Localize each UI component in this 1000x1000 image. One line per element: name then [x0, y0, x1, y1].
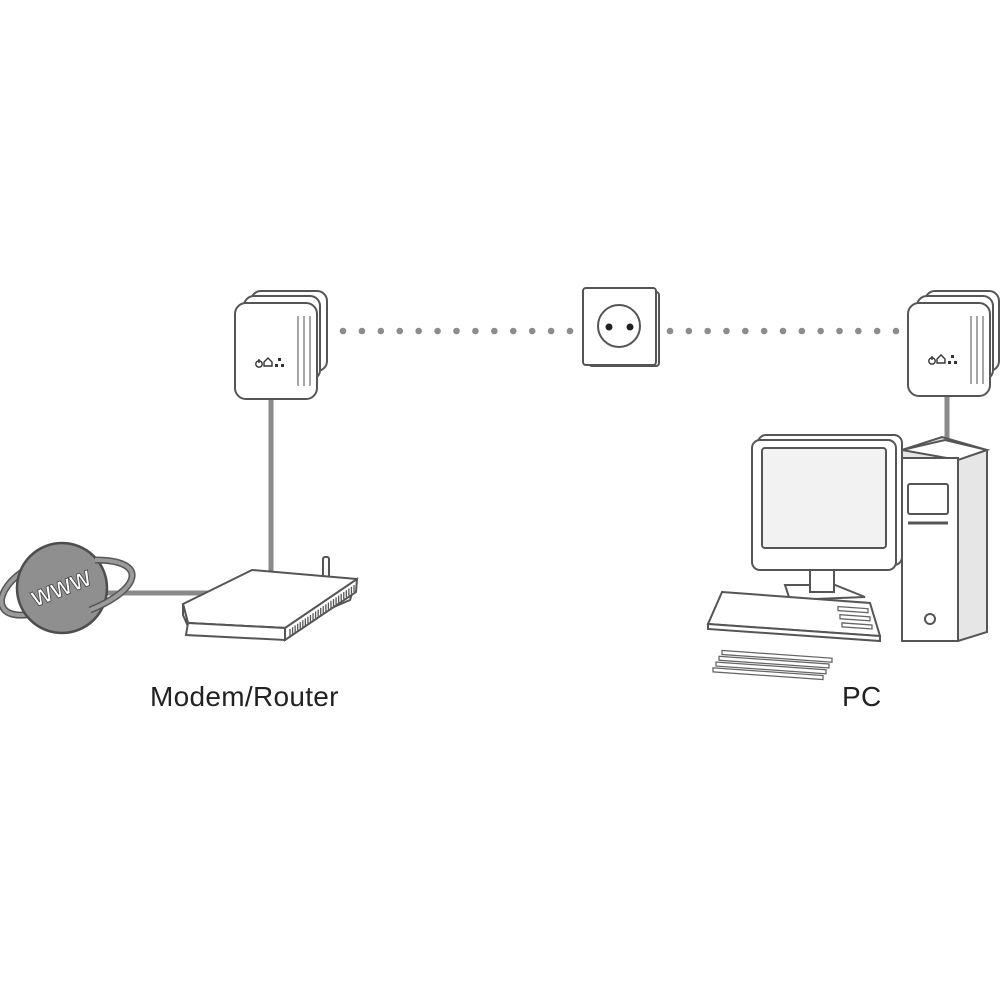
key-row [712, 667, 824, 681]
powerline-link-left [339, 327, 574, 335]
link-dot [723, 327, 730, 335]
link-dot [453, 327, 460, 335]
link-dot [685, 327, 693, 335]
powerline-adapter-left [234, 290, 328, 400]
network-icon [275, 358, 284, 367]
pc-tower [901, 435, 991, 642]
network-icon [948, 355, 957, 364]
link-dot [396, 327, 404, 335]
link-dot [836, 327, 843, 335]
power-icon [255, 359, 263, 368]
link-dot [509, 327, 517, 335]
link-dot [855, 327, 862, 335]
link-dot [779, 327, 787, 335]
home-icon [263, 357, 273, 367]
link-dot [798, 327, 806, 335]
keypad-row [841, 622, 873, 630]
link-dot [760, 327, 768, 335]
modem-router-label: Modem/Router [150, 681, 339, 712]
link-dot [873, 327, 881, 335]
link-dot [666, 327, 674, 335]
pc-monitor [751, 434, 903, 602]
link-dot [742, 327, 749, 335]
link-dot [415, 327, 422, 335]
link-dot [704, 327, 711, 335]
key-row [718, 655, 830, 669]
link-dot [434, 327, 441, 335]
link-dot [377, 327, 385, 335]
key-row [721, 649, 833, 663]
internet-globe: WWW [0, 541, 136, 635]
link-dot [547, 327, 555, 335]
link-dot [566, 327, 574, 335]
powerline-adapter-right [907, 290, 1000, 397]
pc-label: PC [842, 681, 882, 712]
keypad-row [837, 605, 869, 614]
key-row [715, 661, 827, 675]
keypad-row [839, 614, 871, 622]
keyboard [706, 590, 882, 681]
link-dot [472, 327, 479, 335]
link-dot [817, 327, 824, 335]
link-dot [339, 327, 347, 335]
link-dot [892, 327, 900, 335]
modem-router [181, 556, 359, 642]
home-icon [936, 354, 946, 364]
powerline-link-right [666, 327, 900, 335]
wall-socket [582, 287, 660, 367]
link-dot [491, 327, 498, 335]
power-icon [928, 356, 936, 365]
link-dot [358, 327, 366, 335]
link-dot [528, 327, 536, 335]
